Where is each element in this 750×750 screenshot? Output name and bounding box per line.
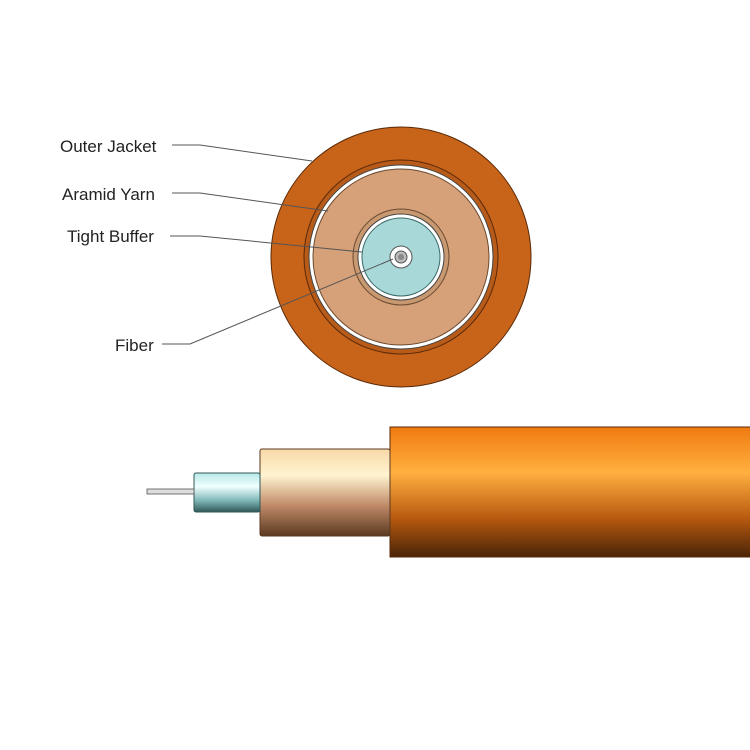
label-fiber: Fiber — [115, 336, 154, 355]
label-aramid-yarn: Aramid Yarn — [62, 185, 155, 204]
cross-section — [270, 126, 532, 388]
label-outer-jacket: Outer Jacket — [60, 137, 157, 156]
side-view — [146, 426, 750, 558]
leader-lines — [162, 144, 394, 345]
label-tight-buffer: Tight Buffer — [67, 227, 154, 246]
